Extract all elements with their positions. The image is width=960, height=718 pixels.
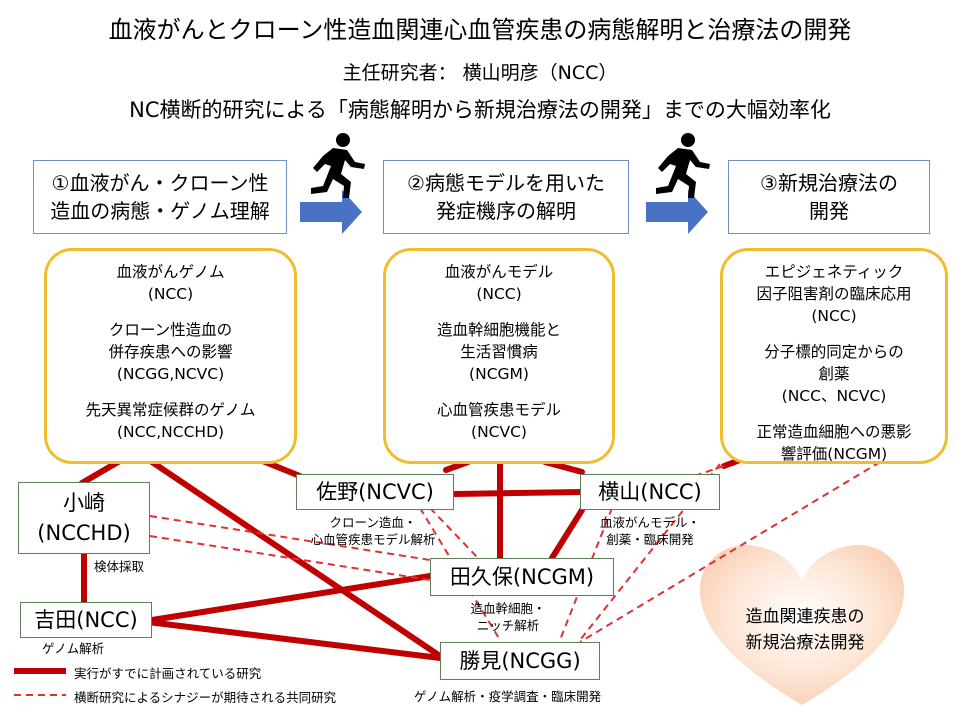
box-line: 血液がんモデル	[444, 263, 554, 281]
annotation-katsumi: ゲノム解析・疫学調査・臨床開発	[414, 689, 602, 704]
content-box-model: 血液がんモデル (NCC) 造血幹細胞機能と 生活習慣病 (NCGM) 心血管疾…	[383, 248, 615, 464]
principal-investigator: 主任研究者： 横山明彦（NCC）	[342, 62, 618, 84]
step-label-line: 造血の病態・ゲノム理解	[50, 199, 270, 223]
annotation-sano: クローン造血・ 心血管疾患モデル解析	[310, 515, 436, 547]
box-line: 響評価(NCGM)	[780, 445, 888, 463]
box-line: 創薬	[818, 365, 850, 383]
box-line: 分子標的同定からの	[764, 343, 904, 361]
arrow-right-icon	[300, 190, 362, 234]
heart-shape	[700, 544, 904, 705]
annotation-yoshida: ゲノム解析	[42, 641, 105, 656]
page-title: 血液がんとクローン性造血関連心血管疾患の病態解明と治療法の開発	[108, 16, 852, 44]
annotation-ozaki: 検体採取	[94, 559, 145, 574]
box-line: エピジェネティック	[764, 263, 904, 281]
box-line: (NCC、NCVC)	[781, 387, 887, 405]
node-yokoyama: 横山(NCC)	[580, 474, 720, 510]
step-label-line: ③新規治療法の	[760, 171, 898, 195]
box-line: (NCC)	[476, 285, 522, 303]
box-line: 心血管疾患モデル	[436, 401, 561, 419]
box-line: 因子阻害剤の臨床応用	[756, 285, 912, 303]
box-line: 生活習慣病	[460, 343, 538, 361]
runner-icon	[656, 133, 710, 198]
box-line: 先天異常症候群のゲノム	[85, 401, 256, 419]
step-label-line: ①血液がん・クローン性	[51, 171, 269, 195]
step-box-1: ①血液がん・クローン性 造血の病態・ゲノム理解	[33, 160, 287, 234]
box-line: 造血幹細胞機能と	[436, 321, 561, 339]
step-label-line: 発症機序の解明	[436, 199, 576, 223]
box-line: (NCC,NCCHD)	[116, 423, 225, 441]
runner-icon	[311, 133, 365, 198]
box-line: (NCGG,NCVC)	[116, 365, 225, 383]
box-line: (NCC)	[811, 307, 857, 325]
node-sano: 佐野(NCVC)	[296, 474, 454, 510]
legend-dashed-label: 横断研究によるシナジーが期待される共同研究	[74, 690, 337, 705]
box-line: 正常造血細胞への悪影	[756, 423, 912, 441]
content-box-therapy: エピジェネティック 因子阻害剤の臨床応用 (NCC) 分子標的同定からの 創薬 …	[720, 248, 948, 464]
step-box-3: ③新規治療法の 開発	[728, 160, 930, 234]
node-takubo: 田久保(NCGM)	[430, 558, 614, 596]
box-line: 血液がんゲノム	[116, 263, 225, 281]
box-line: クローン性造血の	[108, 321, 233, 339]
step-box-2: ②病態モデルを用いた 発症機序の解明	[383, 160, 629, 234]
heart-caption: 造血関連疾患の 新規治療法開発	[745, 607, 865, 653]
legend-solid-label: 実行がすでに計画されている研究	[74, 666, 262, 681]
box-line: (NCC)	[147, 285, 194, 303]
box-line: (NCVC)	[471, 423, 527, 441]
box-line: 併存疾患への影響	[108, 343, 233, 361]
annotation-takubo: 造血幹細胞・ ニッチ解析	[470, 601, 546, 633]
node-ozaki: 小崎 (NCCHD)	[18, 482, 150, 554]
step-label-line: 開発	[809, 199, 849, 223]
box-line: (NCGM)	[469, 365, 529, 383]
step-label-line: ②病態モデルを用いた	[407, 171, 605, 195]
node-yoshida: 吉田(NCC)	[20, 602, 152, 638]
page-subtitle: NC横断的研究による「病態解明から新規治療法の開発」までの大幅効率化	[129, 98, 831, 122]
annotation-yokoyama: 血液がんモデル・ 創薬・臨床開発	[599, 515, 700, 547]
node-katsumi: 勝見(NCGG)	[440, 642, 600, 680]
arrow-right-icon	[646, 190, 708, 234]
content-box-genome: 血液がんゲノム (NCC) クローン性造血の 併存疾患への影響 (NCGG,NC…	[44, 248, 297, 464]
